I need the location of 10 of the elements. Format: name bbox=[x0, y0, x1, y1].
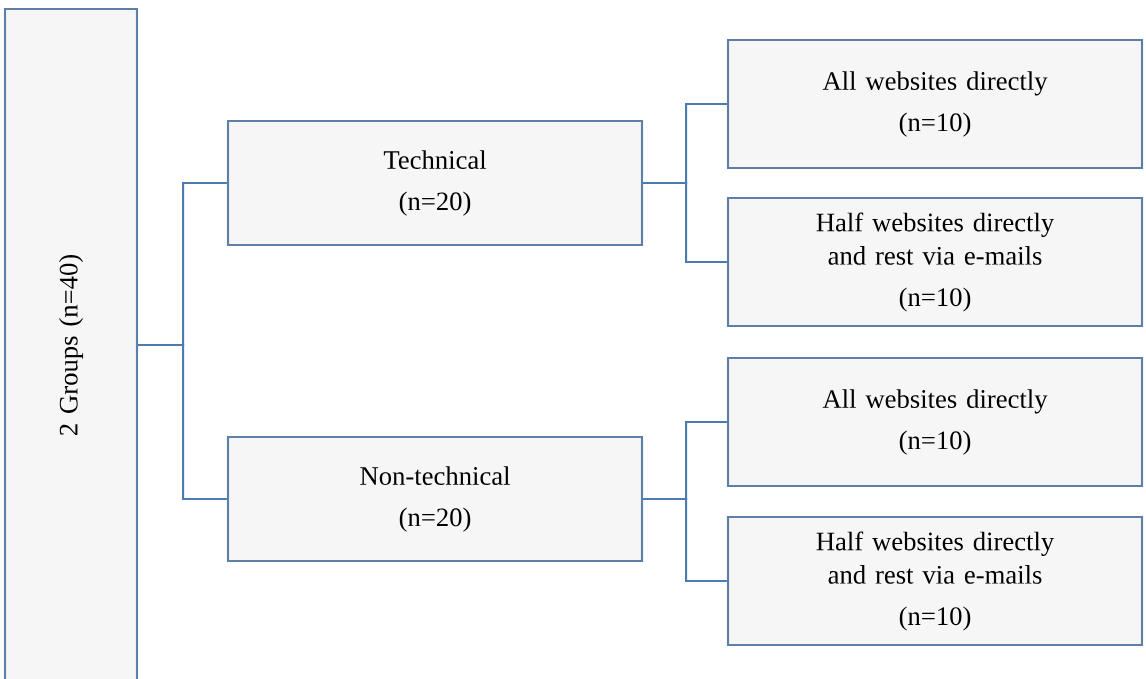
category-box: Non-technical (n=20) bbox=[226, 435, 644, 563]
connector-line bbox=[643, 497, 727, 583]
connector-line bbox=[643, 181, 727, 264]
category-box: All websites directly (n=10) bbox=[726, 356, 1144, 488]
connector-line bbox=[138, 343, 227, 501]
group-box: 2 Groups (n=40) bbox=[3, 7, 139, 679]
category-box: Half websites directly and rest via e-mails (n=10) bbox=[726, 196, 1144, 328]
category-box: Half websites directly and rest via e-mails (n=10) bbox=[726, 515, 1144, 647]
category-box: All websites directly (n=10) bbox=[726, 38, 1144, 170]
category-box: Technical (n=20) bbox=[226, 119, 644, 247]
